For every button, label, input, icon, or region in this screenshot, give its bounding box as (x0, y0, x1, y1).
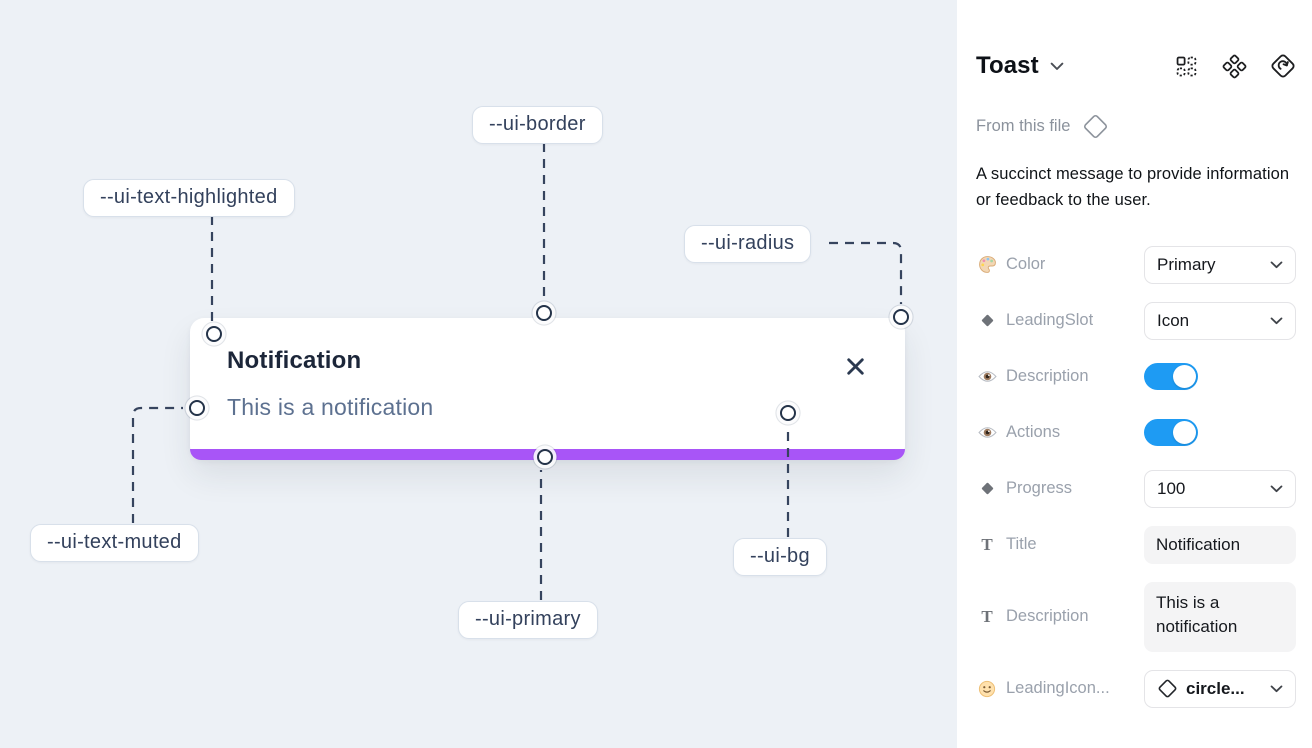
property-list: Color Primary LeadingSlot Icon (976, 245, 1296, 708)
prop-row-title: T Title (976, 525, 1296, 564)
prop-row-description-toggle: Description (976, 358, 1296, 396)
chevron-down-icon (1270, 685, 1283, 693)
variants-button[interactable] (1222, 54, 1247, 79)
prop-label: Actions (1006, 423, 1061, 442)
connector-point-ui-primary[interactable] (537, 449, 553, 465)
prop-label: LeadingIcon... (1006, 679, 1110, 698)
toast-close-button[interactable] (842, 353, 868, 379)
text-icon: T (981, 606, 993, 626)
prop-label: Title (1006, 535, 1037, 554)
leadingslot-select[interactable]: Icon (1144, 301, 1296, 340)
diamond-outline-icon (1157, 678, 1178, 699)
leadingicon-select[interactable]: circle... (1144, 669, 1296, 708)
prop-row-actions-toggle: Actions (976, 414, 1296, 452)
eye-icon (976, 369, 998, 384)
prop-row-leadingslot: LeadingSlot Icon (976, 301, 1296, 340)
prop-label: Description (1006, 607, 1089, 626)
toast-component[interactable]: Notification This is a notification (190, 318, 905, 460)
toast-description: This is a notification (227, 394, 434, 420)
var-label-ui-text-highlighted[interactable]: --ui-text-highlighted (83, 179, 295, 217)
line-ui-radius (829, 241, 903, 304)
chevron-down-icon (1050, 62, 1064, 71)
prop-row-leadingicon: LeadingIcon... circle... (976, 669, 1296, 708)
line-ui-text-muted (131, 406, 183, 523)
diamond-outline-icon (1082, 113, 1109, 140)
chevron-down-icon (1270, 261, 1283, 269)
toggle-knob (1173, 365, 1196, 389)
instance-grid-button[interactable] (1174, 54, 1199, 79)
header-actions (1174, 53, 1296, 79)
palette-icon (976, 255, 998, 274)
connector-point-ui-radius[interactable] (893, 309, 909, 325)
diamond-icon (976, 480, 998, 497)
var-label-ui-radius[interactable]: --ui-radius (684, 225, 812, 263)
close-icon (844, 355, 867, 378)
prop-row-progress: Progress 100 (976, 469, 1296, 508)
progress-select[interactable]: 100 (1144, 469, 1296, 508)
chevron-down-icon (1270, 317, 1283, 325)
connector-point-ui-border[interactable] (536, 305, 552, 321)
component-selector[interactable]: Toast (976, 52, 1064, 80)
color-select[interactable]: Primary (1144, 245, 1296, 284)
connector-point-ui-text-highlighted[interactable] (206, 326, 222, 342)
actions-toggle[interactable] (1144, 419, 1198, 447)
title-input[interactable] (1144, 525, 1296, 564)
properties-panel: Toast (957, 0, 1312, 748)
prop-label: Description (1006, 367, 1089, 386)
description-textarea[interactable]: This is a notification (1144, 581, 1296, 652)
eye-icon (976, 425, 998, 440)
var-label-ui-primary[interactable]: --ui-primary (458, 601, 598, 639)
smiley-icon (976, 680, 998, 698)
prop-row-description-text: T Description This is a notification (976, 581, 1296, 652)
toast-title: Notification (227, 347, 362, 374)
prop-label: Progress (1006, 479, 1073, 498)
component-description: A succinct message to provide informatio… (976, 165, 1290, 210)
prop-label: LeadingSlot (1006, 311, 1094, 330)
source-label: From this file (976, 117, 1071, 135)
connector-point-ui-text-muted[interactable] (189, 400, 205, 416)
variants-icon (1222, 54, 1247, 79)
prop-row-color: Color Primary (976, 245, 1296, 284)
connector-point-ui-bg[interactable] (780, 405, 796, 421)
var-label-ui-bg[interactable]: --ui-bg (733, 538, 827, 576)
source-row: From this file (976, 113, 1296, 140)
toggle-knob (1173, 421, 1196, 445)
chevron-down-icon (1270, 485, 1283, 493)
diamond-icon (976, 312, 998, 329)
go-to-main-component-icon (1270, 53, 1296, 79)
prop-label: Color (1006, 255, 1046, 274)
text-icon: T (981, 534, 993, 554)
description-toggle[interactable] (1144, 363, 1198, 391)
panel-header: Toast (976, 52, 1296, 80)
go-to-main-component-button[interactable] (1270, 53, 1296, 79)
var-label-ui-border[interactable]: --ui-border (472, 106, 603, 144)
design-canvas: Notification This is a notification --ui… (0, 0, 957, 748)
instance-grid-icon (1174, 54, 1199, 79)
var-label-ui-text-muted[interactable]: --ui-text-muted (30, 524, 199, 562)
component-name: Toast (976, 52, 1039, 79)
